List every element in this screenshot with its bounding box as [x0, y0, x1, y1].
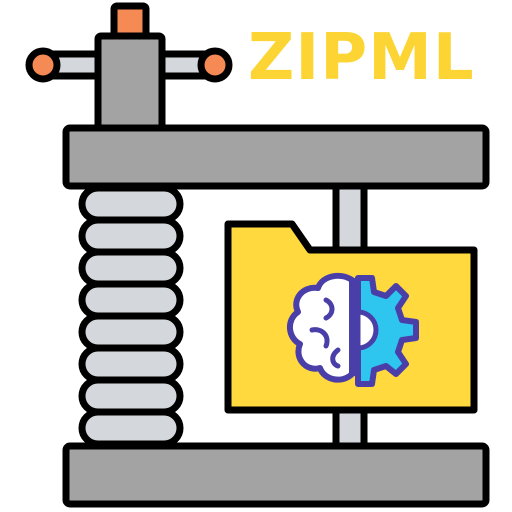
left-knob-icon	[25, 47, 61, 83]
right-knob-icon	[197, 47, 233, 83]
brand-title: ZIPML	[248, 21, 475, 95]
screw-head	[94, 2, 166, 136]
brain-icon	[287, 272, 355, 383]
spring-icon	[78, 184, 184, 448]
gear-icon	[355, 275, 419, 387]
bottom-plate	[62, 442, 490, 508]
top-plate	[62, 124, 490, 190]
